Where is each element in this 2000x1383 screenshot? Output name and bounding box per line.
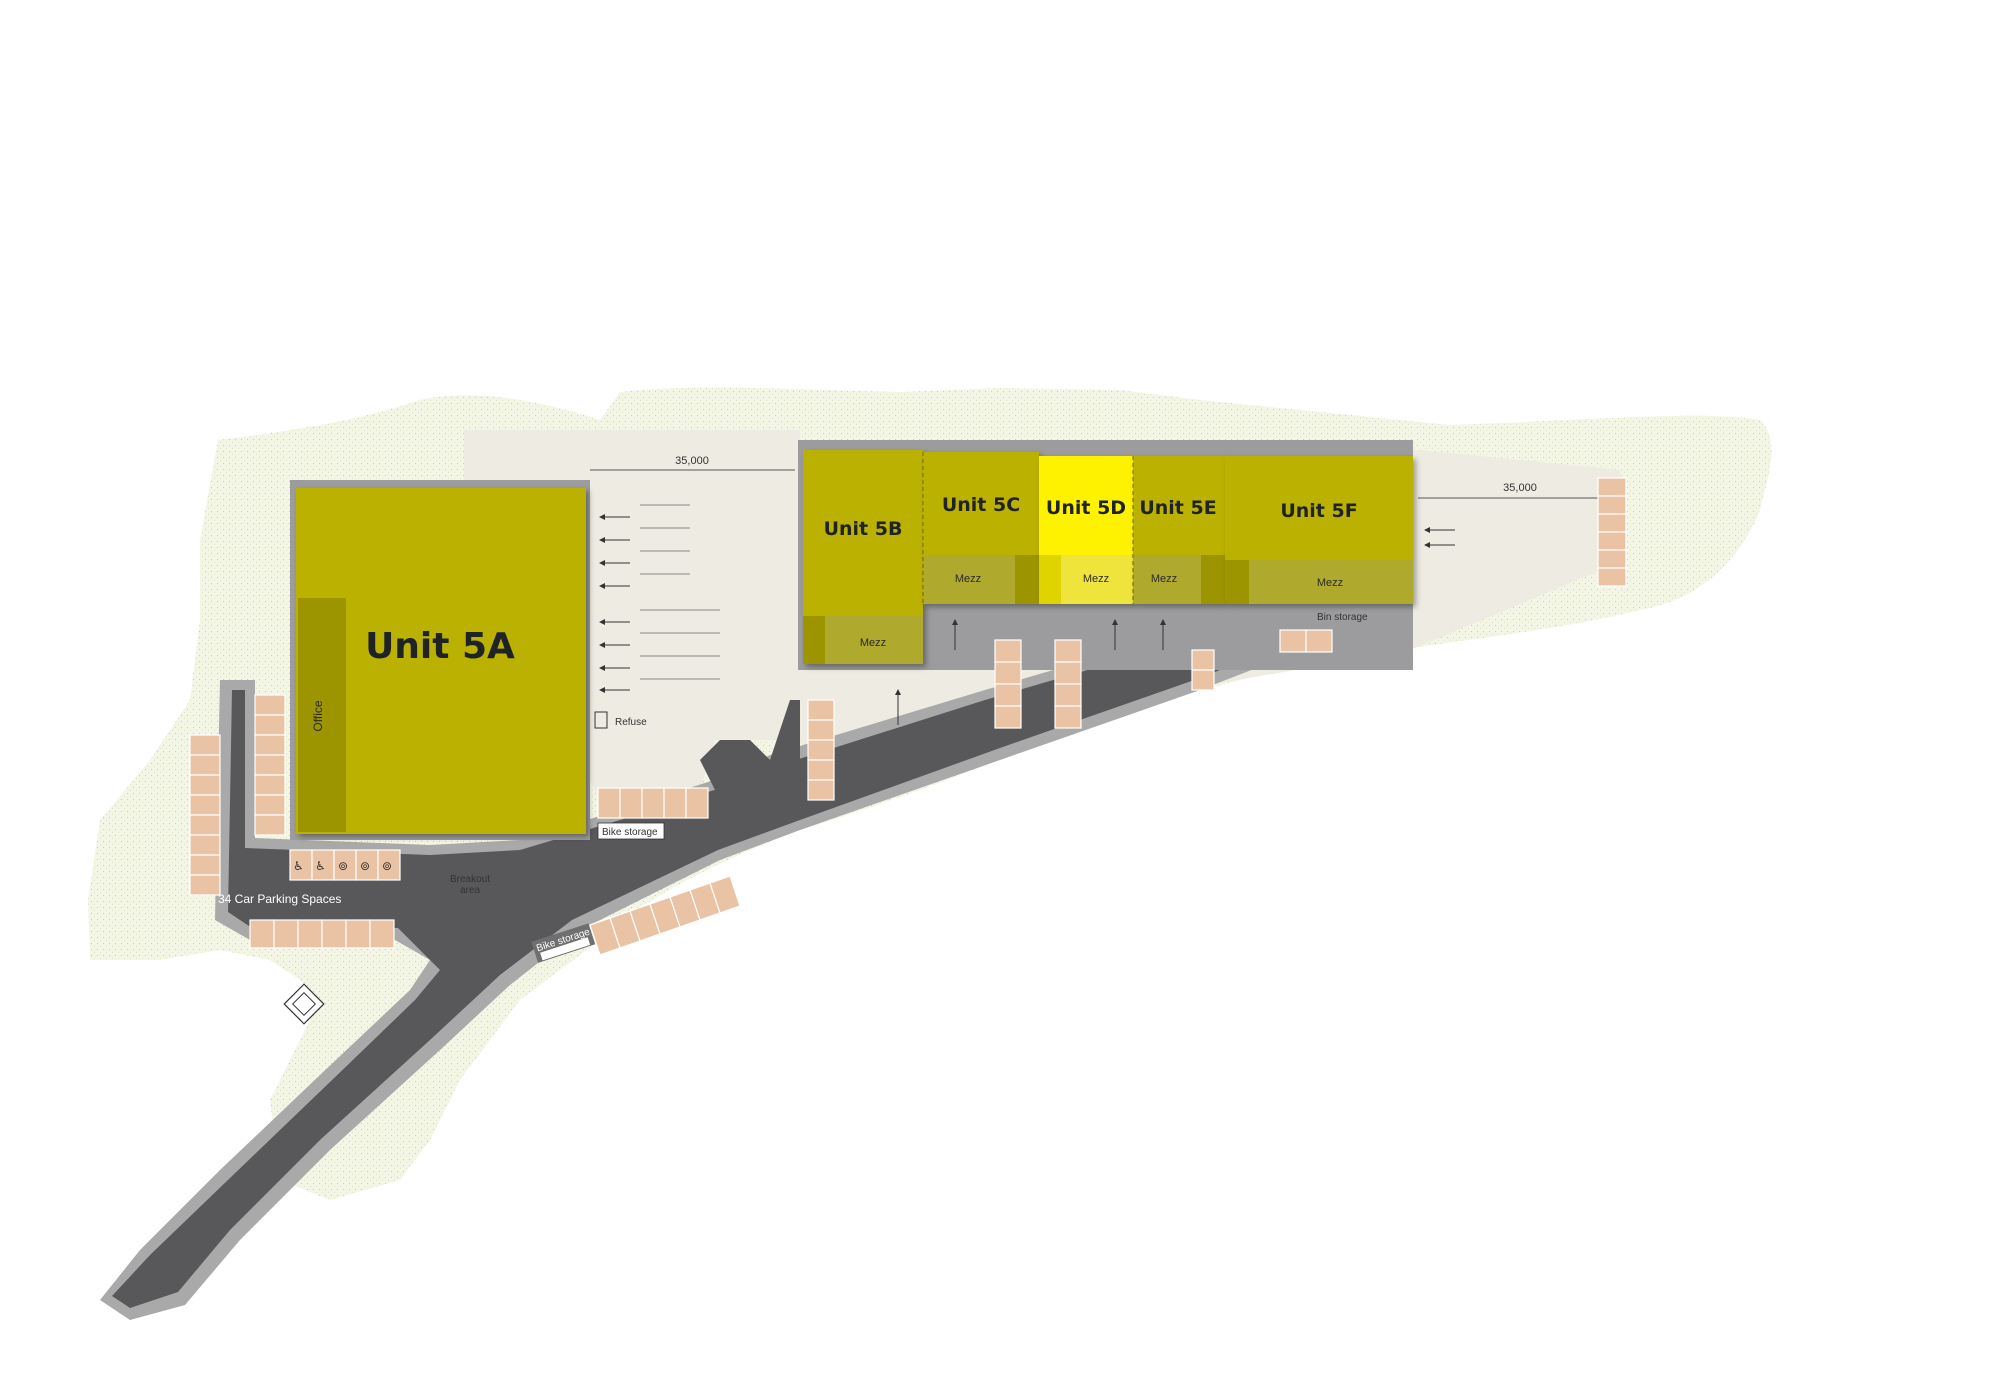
accessible-bay-markers: ♿ ♿ ⊚ ⊚ ⊚ <box>293 859 392 873</box>
breakout-area: Breakout area <box>450 874 490 896</box>
parking-bays-terrace <box>807 629 1333 801</box>
unit-5f-mezz-label: Mezz <box>1317 577 1343 589</box>
ev-charging-icon: ⊚ <box>382 859 392 873</box>
unit-5b[interactable] <box>803 450 923 664</box>
unit-5c[interactable] <box>923 452 1039 604</box>
parking-bays-road <box>589 875 741 956</box>
ev-charging-icon: ⊚ <box>360 859 370 873</box>
svg-text:Bin storage: Bin storage <box>1317 612 1368 623</box>
unit-5a[interactable] <box>296 488 586 834</box>
unit-5a-office-label: Office <box>311 700 325 731</box>
unit-5f[interactable] <box>1225 456 1413 604</box>
unit-5e-label: Unit 5E <box>1139 497 1216 519</box>
unit-5c-mezz-label: Mezz <box>955 573 981 585</box>
unit-5b-mezz-label: Mezz <box>860 637 886 649</box>
loading-arrows-5a <box>599 514 630 693</box>
unit-5d[interactable] <box>1039 456 1133 604</box>
svg-text:35,000: 35,000 <box>675 455 709 467</box>
parking-bays-west <box>189 694 286 896</box>
unit-5c-label: Unit 5C <box>942 494 1020 516</box>
dimension-yard-5a: 35,000 <box>590 455 795 471</box>
unit-5d-label: Unit 5D <box>1046 497 1126 519</box>
unit-5a-label: Unit 5A <box>365 626 515 667</box>
unit-5d-mezz-label: Mezz <box>1083 573 1109 585</box>
unit-5f-mezz <box>1225 560 1413 604</box>
wheelchair-icon: ♿ <box>315 859 326 873</box>
substation <box>283 983 325 1025</box>
wheelchair-icon: ♿ <box>293 859 304 873</box>
bike-storage-5a: Bike storage <box>597 822 665 840</box>
parking-label: 34 Car Parking Spaces <box>218 892 341 906</box>
refuse-store: Refuse <box>594 711 647 729</box>
svg-text:Breakout: Breakout <box>450 874 490 885</box>
svg-text:Refuse: Refuse <box>615 717 647 728</box>
ev-charging-icon: ⊚ <box>338 859 348 873</box>
bin-storage: Bin storage <box>1317 612 1368 623</box>
access-arrows <box>895 619 1166 725</box>
unit-dividers <box>922 452 1134 604</box>
unit-5e-mezz-label: Mezz <box>1151 573 1177 585</box>
parking-bays-south <box>249 849 401 949</box>
parking-bays-yard <box>597 787 709 819</box>
yard-lines-5a <box>640 504 720 680</box>
svg-text:area: area <box>460 885 480 896</box>
parking-bays-east <box>1597 477 1627 587</box>
unit-5e[interactable] <box>1133 456 1225 604</box>
unit-5b-label: Unit 5B <box>824 518 903 540</box>
dimension-yard-5f: 35,000 <box>1418 482 1625 499</box>
loading-arrows-5f <box>1424 527 1455 548</box>
svg-text:Bike storage: Bike storage <box>602 827 658 838</box>
unit-5a-office <box>298 598 346 832</box>
unit-5f-label: Unit 5F <box>1280 500 1357 522</box>
svg-text:35,000: 35,000 <box>1503 482 1537 494</box>
